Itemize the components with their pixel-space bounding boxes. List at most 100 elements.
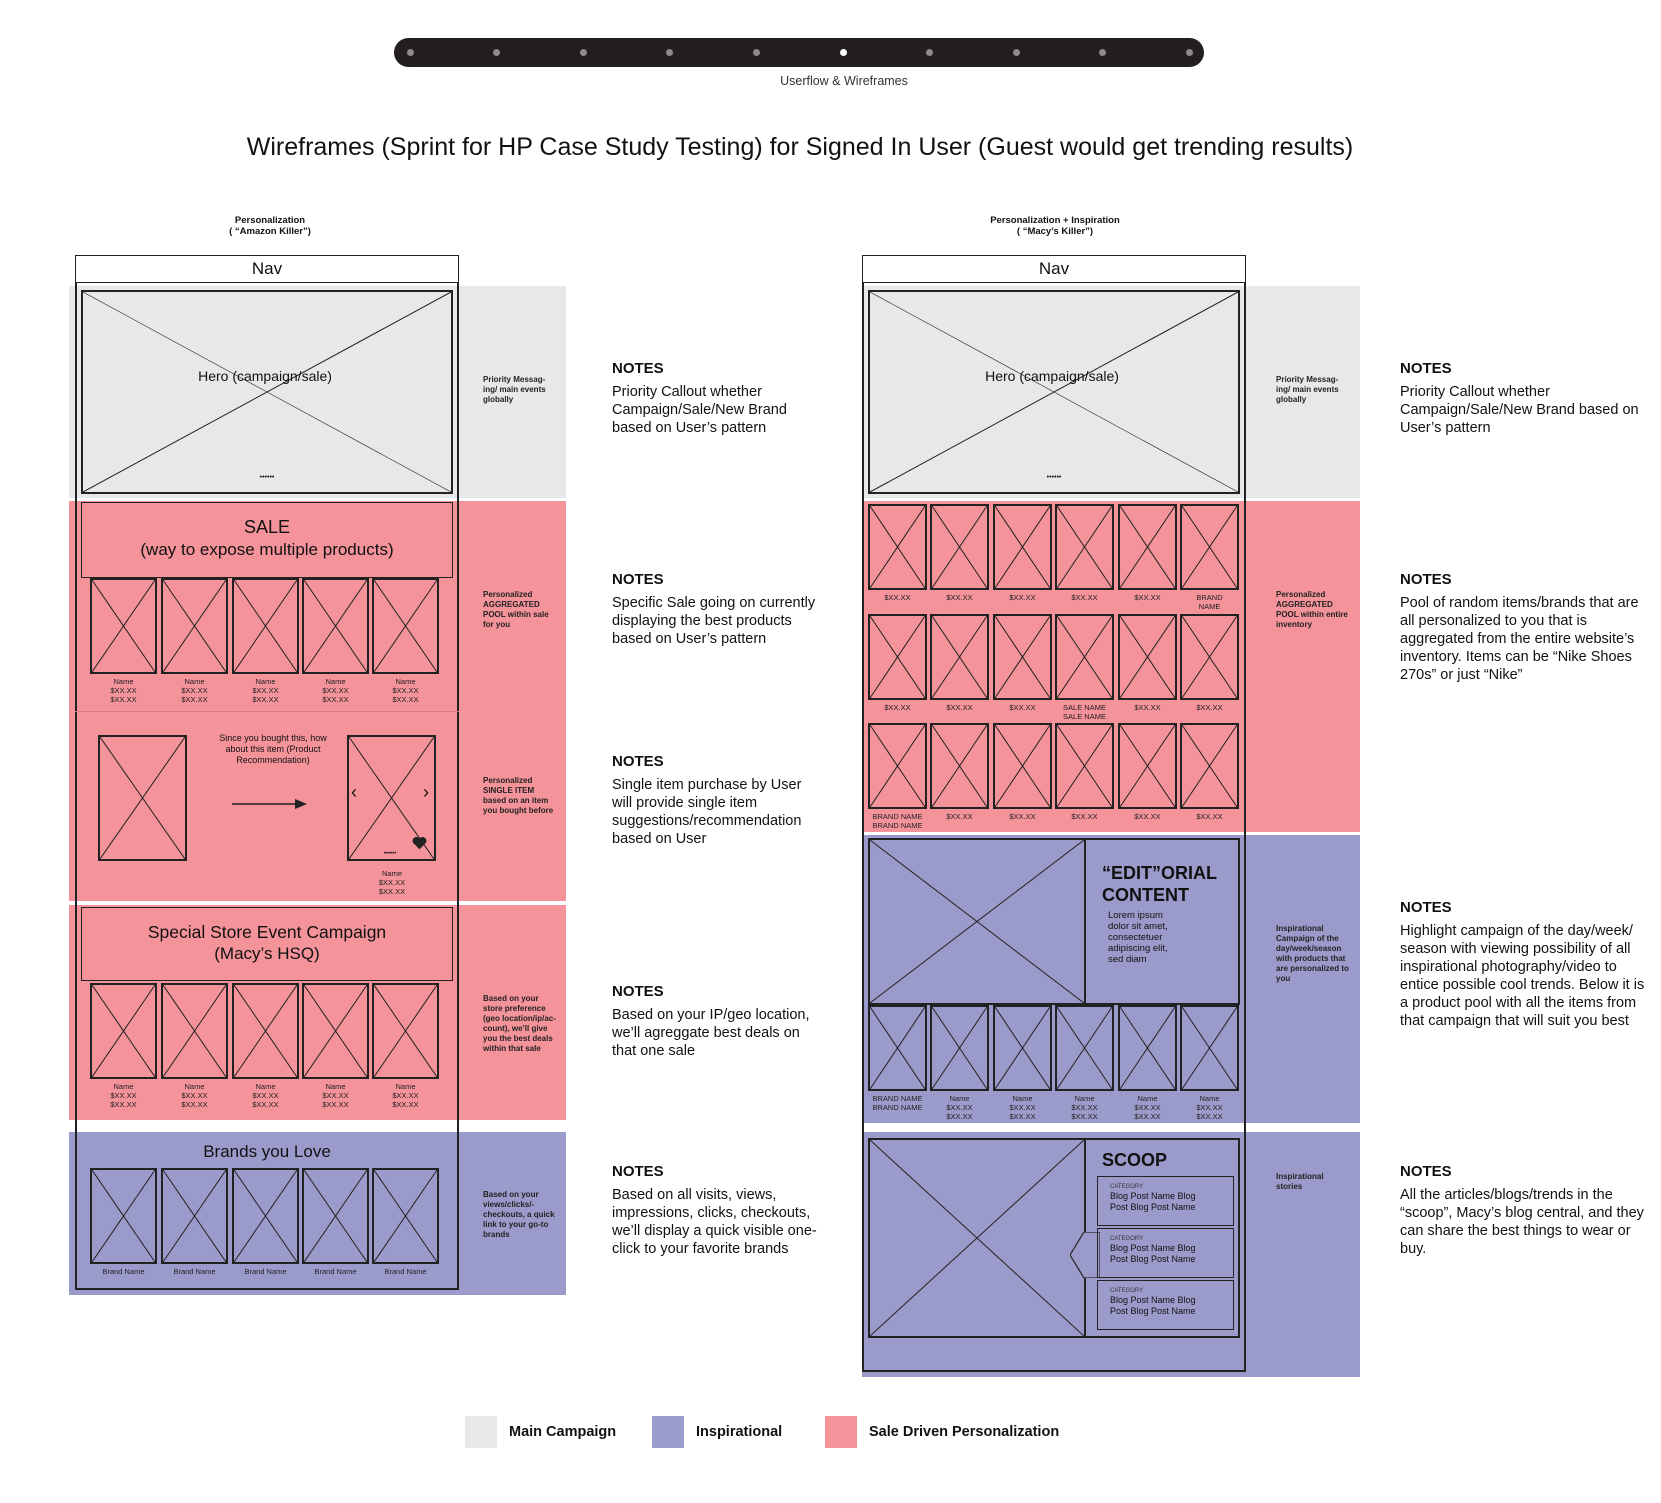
blog-post-category: CATEGORY [1110,1288,1144,1294]
progress-step-dot[interactable] [1099,49,1107,56]
brand-card[interactable] [302,1168,369,1264]
progress-step-dot[interactable] [406,49,414,56]
progress-step-dot[interactable] [493,49,501,56]
progress-step-dot[interactable] [666,49,674,56]
pool-product-card-caption-line-1: $XX.XX [946,593,973,602]
event-product-card[interactable] [90,983,157,1079]
left-band-sale [69,501,566,901]
heart-icon[interactable] [412,836,427,850]
progress-dots [394,38,1204,67]
pool-product-card-caption: $XX.XX [1117,812,1179,821]
left-sale-title: SALE [243,517,291,537]
progress-step-dot[interactable] [926,49,934,56]
left-frame-outline [75,283,459,1290]
left-sale-header: SALE (way to expose multiple products) [81,502,453,578]
pool-product-card[interactable] [1055,504,1114,590]
pool-product-card[interactable] [1055,614,1114,700]
placeholder-cross-icon [304,1170,367,1262]
note-right-heading: NOTES [1400,360,1452,377]
pool-product-card[interactable] [993,614,1052,700]
right-editorial-image [868,838,1086,1005]
placeholder-cross-icon [1182,1007,1237,1089]
progress-step-dot[interactable] [839,49,847,56]
pool-product-card-caption-line-1: $XX.XX [1196,703,1223,712]
left-reco-side: Personalized SINGLE ITEM based on an ite… [483,776,554,815]
pool-product-card[interactable] [930,723,989,809]
sale-product-card-caption-line-1: Name [395,677,416,686]
pool-product-card-caption-line-2: SALE NAME [1063,712,1106,721]
brand-card[interactable] [232,1168,299,1264]
pool-product-card[interactable] [1055,723,1114,809]
sale-product-card-caption: Name$XX.XX$XX.XX [371,677,441,704]
event-product-card[interactable] [372,983,439,1079]
note-right-heading: NOTES [1400,571,1452,588]
chevron-left-icon[interactable]: ‹ [351,782,357,802]
progress-step-dot[interactable] [1185,49,1193,56]
event-product-card[interactable] [232,983,299,1079]
event-product-card[interactable] [161,983,228,1079]
sale-product-card-caption-line-1: Name [325,677,346,686]
pool-product-card[interactable] [930,504,989,590]
pool-product-card[interactable] [1180,723,1239,809]
sale-product-card[interactable] [372,578,439,674]
pool-product-card[interactable] [993,504,1052,590]
pool-product-card-caption-line-1: $XX.XX [1134,812,1161,821]
editorial-product-card[interactable] [993,1005,1052,1091]
editorial-product-card[interactable] [1118,1005,1177,1091]
editorial-product-card-caption-line-1: Name [1074,1094,1095,1103]
right-heading-title: Personalization + Inspiration [990,215,1120,226]
right-editorial-body: Lorem ipsum dolor sit amet, consectetuer… [1108,910,1168,965]
pool-product-card[interactable] [868,504,927,590]
blog-post-title-line2: Post Blog Post Name [1110,1254,1196,1264]
left-sale-side: Personalized AGGREGATED POOL within sale… [483,590,549,629]
progress-step-dot[interactable] [752,49,760,56]
chevron-right-icon[interactable]: › [423,782,429,802]
brand-card-caption-line-1: Brand Name [314,1267,357,1276]
sale-product-card-caption: Name$XX.XX$XX.XX [301,677,371,704]
pool-product-card[interactable] [1118,504,1177,590]
sale-product-card-caption-line-3: $XX.XX [392,695,419,704]
brand-card[interactable] [90,1168,157,1264]
pool-product-card-caption: $XX.XX [929,812,991,821]
pool-product-card[interactable] [1180,614,1239,700]
placeholder-cross-icon [1120,725,1175,807]
pool-product-card-caption: $XX.XX [1179,703,1241,712]
sale-product-card[interactable] [161,578,228,674]
brand-card[interactable] [161,1168,228,1264]
sale-product-card[interactable] [302,578,369,674]
left-event-side: Based on your store preference (geo loca… [483,994,556,1053]
brand-card-caption-line-1: Brand Name [173,1267,216,1276]
brand-card[interactable] [372,1168,439,1264]
editorial-product-card[interactable] [930,1005,989,1091]
note-right-body: Highlight campaign of the day/week/ seas… [1400,923,1645,1029]
sale-product-card[interactable] [232,578,299,674]
pool-product-card-caption-line-1: $XX.XX [1071,812,1098,821]
pool-product-card-caption-line-1: $XX.XX [1134,703,1161,712]
left-nav: Nav [75,255,459,283]
pool-product-card[interactable] [1118,614,1177,700]
pool-product-card[interactable] [993,723,1052,809]
pool-product-card[interactable] [868,723,927,809]
left-reco-dots: •••••• [383,851,397,857]
left-band-event [69,905,566,1120]
pool-product-card[interactable] [1180,504,1239,590]
editorial-product-card[interactable] [1055,1005,1114,1091]
editorial-product-card[interactable] [868,1005,927,1091]
sale-product-card[interactable] [90,578,157,674]
right-editorial-title: “EDIT”ORIAL CONTENT [1102,862,1232,906]
placeholder-cross-icon [870,292,1238,492]
progress-step-dot[interactable] [579,49,587,56]
pool-product-card-caption: $XX.XX [1117,703,1179,712]
pool-product-card[interactable] [868,614,927,700]
event-product-card[interactable] [302,983,369,1079]
editorial-product-card[interactable] [1180,1005,1239,1091]
pool-product-card[interactable] [1118,723,1177,809]
editorial-product-card-caption-line-3: $XX.XX [1071,1112,1098,1121]
pool-product-card[interactable] [930,614,989,700]
left-hero-label: Hero (campaign/sale) [198,368,332,384]
progress-step-dot[interactable] [1012,49,1020,56]
right-editorial-title1: “EDIT”ORIAL [1102,863,1217,883]
